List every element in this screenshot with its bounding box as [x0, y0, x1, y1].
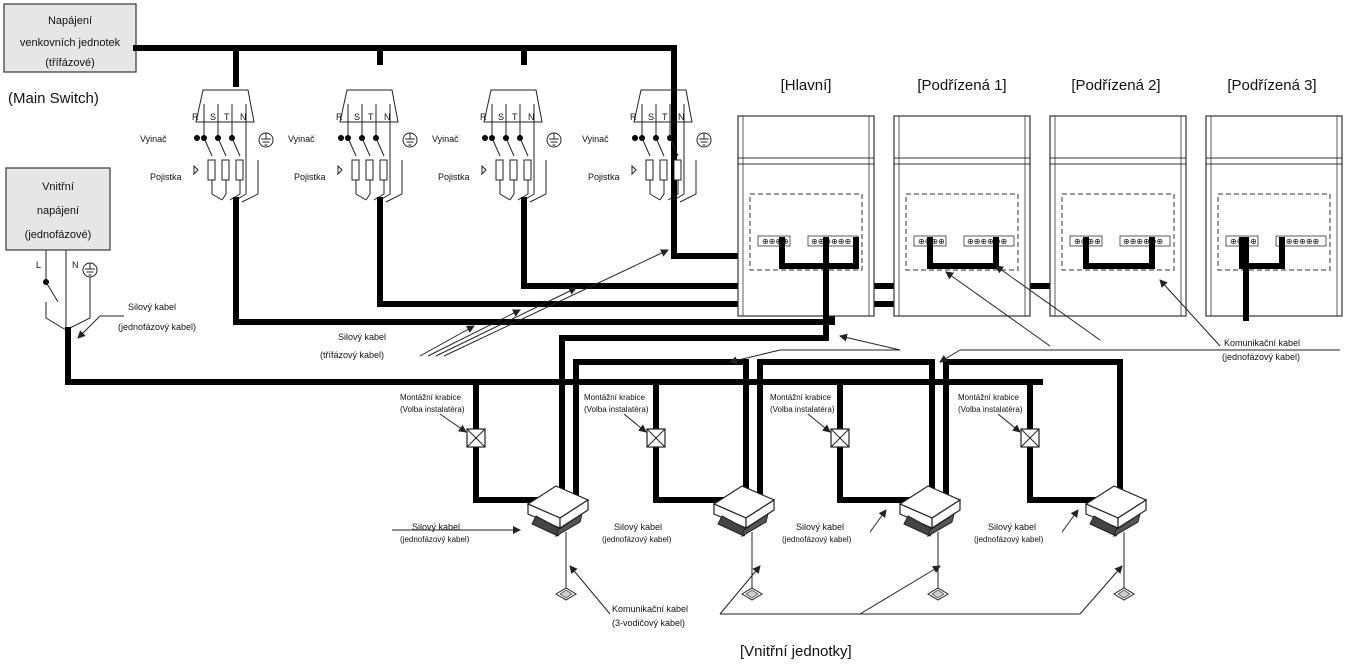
- fuse-label: Pojistka: [438, 172, 470, 182]
- indoor-power-line2: napájení: [37, 205, 79, 217]
- phase-r-label: R: [192, 112, 199, 122]
- cable-label-line1: Silový kabel: [128, 302, 176, 312]
- junction-box-label: (Volba instalatéra): [584, 405, 649, 414]
- indoor-comm-cable-label: Komunikační kabel (3-vodičový kabel): [569, 565, 1123, 628]
- phase-t-label: T: [224, 112, 230, 122]
- phase-t-label: T: [512, 112, 518, 122]
- cable-label-line1: Silový kabel: [988, 522, 1036, 532]
- junction-box-label: Montážní krabice: [584, 393, 645, 402]
- single-phase-cable-label: Silový kabel (jednofázový kabel): [77, 302, 196, 339]
- earth-icon: [82, 262, 98, 278]
- cable-label-line2: (jednofázový kabel): [118, 322, 196, 332]
- cable-label-line1: Silový kabel: [614, 522, 662, 532]
- junction-box-label: (Volba instalatéra): [400, 405, 465, 414]
- switch-label: Vyinač: [432, 134, 459, 144]
- fuse-label: Pojistka: [150, 172, 182, 182]
- phase-r-label: R: [480, 112, 487, 122]
- cable-label-line2: (jednofázový kabel): [400, 535, 470, 544]
- outdoor-unit-slave-3-title: [Podřízená 3]: [1227, 77, 1316, 94]
- main-switch-label: (Main Switch): [8, 90, 99, 107]
- phase-s-label: S: [354, 112, 360, 122]
- remote-controller-icon: [927, 587, 949, 601]
- outdoor-unit-slave-1-title: [Podřízená 1]: [917, 77, 1006, 94]
- outdoor-power-box: Napájení venkovních jednotek (třífázové): [3, 3, 137, 73]
- earth-icon: [696, 132, 712, 148]
- phase-s-label: S: [498, 112, 504, 122]
- indoor-power-box: Vnitřní napájení (jednofázové): [5, 167, 111, 251]
- remote-controller-icon: [741, 587, 763, 601]
- cable-label-line2: (jednofázový kabel): [602, 535, 672, 544]
- outdoor-comm-cable-label: Komunikační kabel (jednofázový kabel): [729, 265, 1340, 365]
- junction-box-2: [646, 428, 666, 448]
- junction-box-label: (Volba instalatéra): [958, 405, 1023, 414]
- junction-box-label: (Volba instalatéra): [770, 405, 835, 414]
- junction-box-3: [830, 428, 850, 448]
- indoor-units-title: [Vnitřní jednotky]: [740, 643, 852, 660]
- cable-label-line1: Silový kabel: [796, 522, 844, 532]
- indoor-comm-loop: [559, 237, 1123, 503]
- outdoor-unit-slave-1: [Podřízená 1]: [893, 77, 1031, 317]
- cable-label-line1: Silový kabel: [338, 332, 386, 342]
- phase-n-label: N: [384, 112, 391, 122]
- outdoor-comm-cable: [779, 237, 1285, 321]
- switch-label: Vyinač: [288, 134, 315, 144]
- phase-s-label: S: [648, 112, 654, 122]
- cable-label-line2: (3-vodičový kabel): [612, 618, 685, 628]
- phase-r-label: R: [630, 112, 637, 122]
- phase-r-label: R: [336, 112, 343, 122]
- indoor-unit-3: [899, 485, 961, 537]
- outdoor-unit-slave-2-title: [Podřízená 2]: [1071, 77, 1160, 94]
- cable-label-line1: Silový kabel: [412, 522, 460, 532]
- indoor-power-cable-labels: Silový kabel (jednofázový kabel) Silový …: [392, 509, 1079, 544]
- cable-label-line2: (jednofázový kabel): [782, 535, 852, 544]
- cable-label-line1: Komunikační kabel: [1224, 338, 1300, 348]
- junction-box-label: Montážní krabice: [770, 393, 831, 402]
- indoor-power-bus: [65, 327, 1099, 503]
- phase-n-label: N: [72, 260, 79, 270]
- switch-label: Vyinač: [582, 134, 609, 144]
- cable-label-line2: (třífázový kabel): [320, 350, 384, 360]
- junction-box-label: Montážní krabice: [958, 393, 1019, 402]
- junction-box-4: [1020, 428, 1040, 448]
- indoor-supply-terminals: L N: [36, 250, 98, 331]
- cable-label-line2: (jednofázový kabel): [1222, 352, 1300, 362]
- earth-icon: [546, 132, 562, 148]
- cable-label-line1: Komunikační kabel: [612, 604, 688, 614]
- fuse-label: Pojistka: [588, 172, 620, 182]
- indoor-unit-2: [713, 485, 775, 537]
- cable-label-line2: (jednofázový kabel): [974, 535, 1044, 544]
- outdoor-unit-slave-3: [Podřízená 3]: [1205, 77, 1343, 317]
- junction-box-label: Montážní krabice: [400, 393, 461, 402]
- phase-n-label: N: [528, 112, 535, 122]
- outdoor-power-line1: Napájení: [48, 15, 92, 27]
- earth-icon: [258, 132, 274, 148]
- outdoor-unit-main-title: [Hlavní]: [781, 77, 832, 94]
- breaker-4: R S T N Vyinač Pojistka: [582, 89, 712, 203]
- remote-controller-icon: [555, 587, 577, 601]
- outdoor-unit-slave-2: [Podřízená 2]: [1049, 77, 1187, 317]
- earth-icon: [402, 132, 418, 148]
- remote-controllers: [555, 532, 1135, 601]
- phase-n-label: N: [678, 112, 685, 122]
- phase-t-label: T: [368, 112, 374, 122]
- junction-box-labels: Montážní krabice (Volba instalatéra) Mon…: [400, 393, 1023, 433]
- phase-l-label: L: [36, 260, 41, 270]
- indoor-unit-4: [1085, 485, 1147, 537]
- outdoor-unit-main: [Hlavní]: [737, 77, 875, 317]
- indoor-power-line1: Vnitřní: [42, 181, 74, 193]
- phase-t-label: T: [662, 112, 668, 122]
- junction-box-1: [466, 428, 486, 448]
- phase-n-label: N: [240, 112, 247, 122]
- switch-label: Vyinač: [140, 134, 167, 144]
- phase-s-label: S: [210, 112, 216, 122]
- remote-controller-icon: [1113, 587, 1135, 601]
- outdoor-power-line3: (třífázové): [45, 57, 95, 69]
- outdoor-power-line2: venkovních jednotek: [20, 37, 121, 49]
- fuse-label: Pojistka: [294, 172, 326, 182]
- three-phase-cable-label: Silový kabel (třífázový kabel): [320, 249, 669, 360]
- indoor-power-line3: (jednofázové): [25, 229, 92, 241]
